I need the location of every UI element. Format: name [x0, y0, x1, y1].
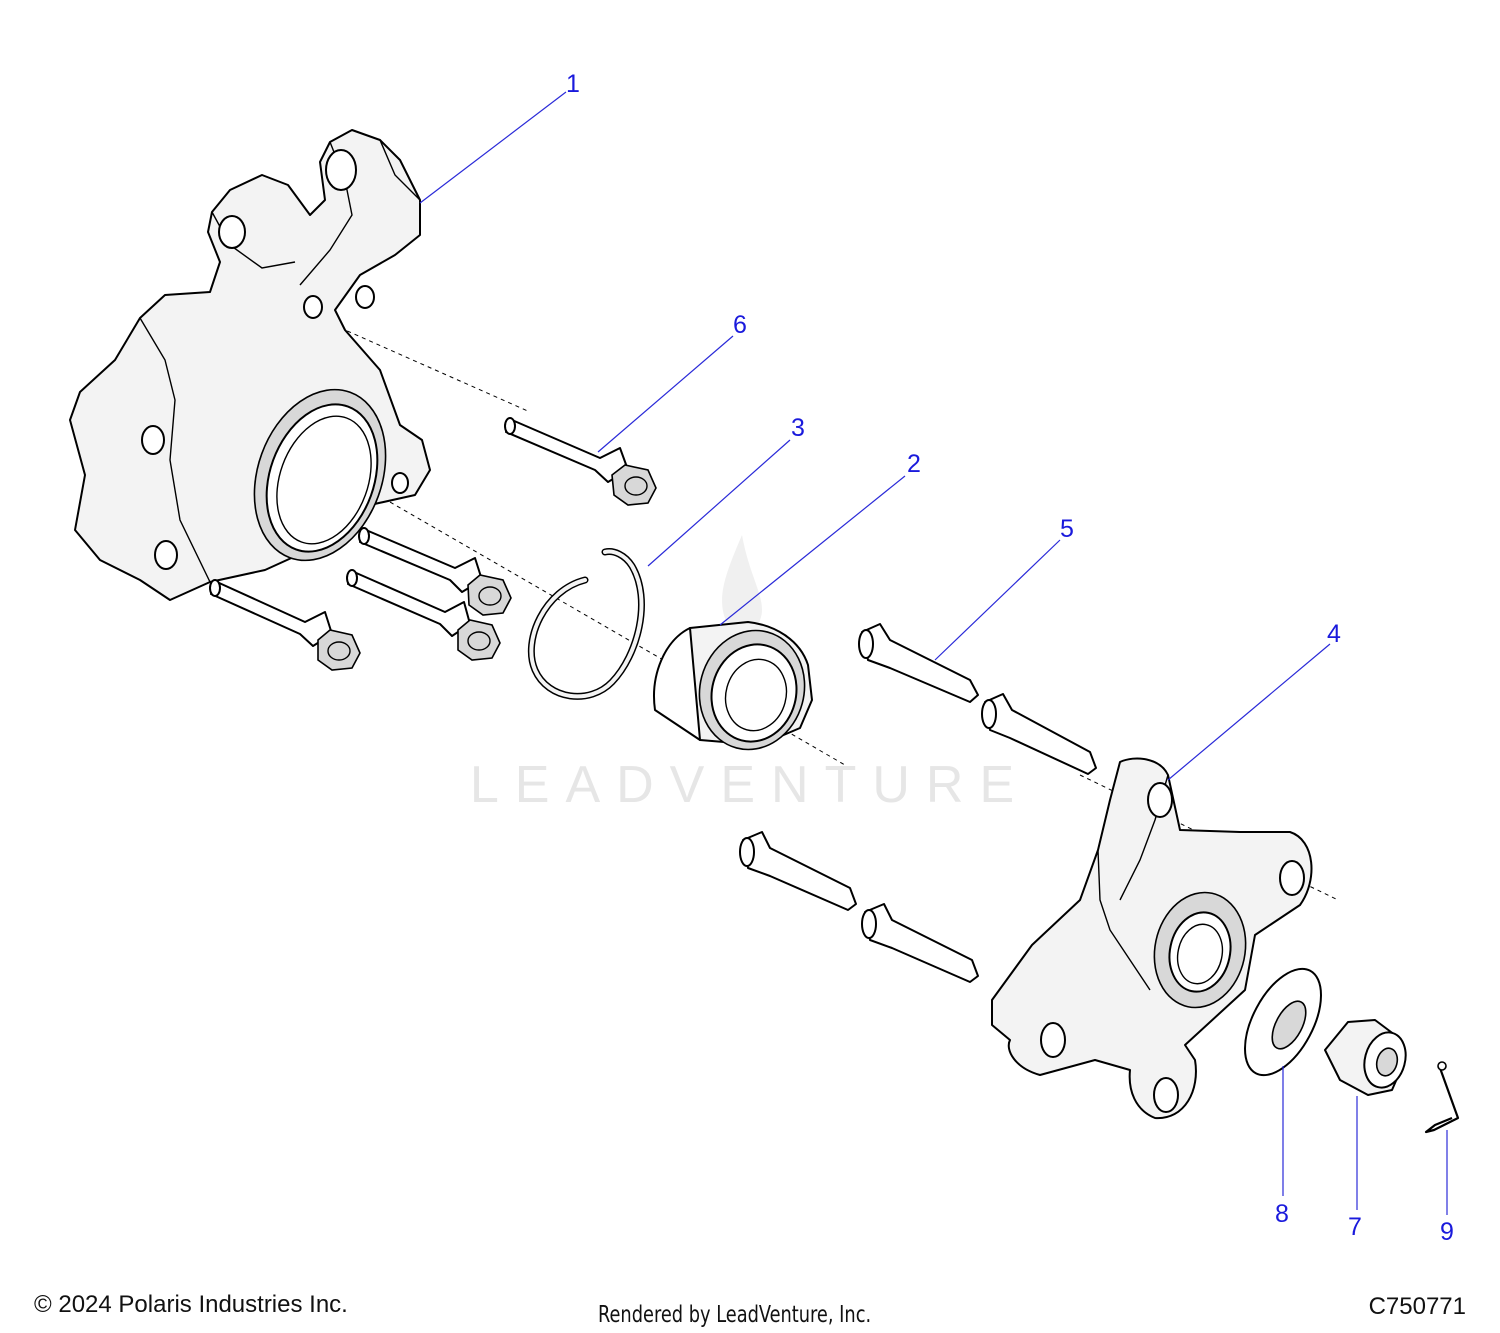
- callout-leaders: [419, 91, 1448, 1215]
- wheel-bearing: [653, 621, 813, 751]
- copyright-notice: © 2024 Polaris Industries Inc.: [34, 1291, 348, 1318]
- callout-5: 5: [1060, 515, 1074, 543]
- callout-7: 7: [1348, 1213, 1362, 1241]
- bolt-middle-1: [358, 527, 512, 616]
- callout-2: 2: [907, 450, 921, 478]
- callout-3: 3: [791, 414, 805, 442]
- knuckle-part: [69, 129, 431, 601]
- castle-nut: [1324, 1019, 1407, 1096]
- callout-numbers: 1 2 3 4 5 6 7 8 9: [566, 70, 1454, 1246]
- assembly-axes: [299, 317, 1339, 901]
- bolt-upper: [504, 417, 657, 506]
- stud-upper-right: [981, 693, 1097, 775]
- wheel-studs: [739, 623, 1097, 983]
- knuckle-bolts: [209, 417, 657, 671]
- callout-4: 4: [1327, 620, 1341, 648]
- bolt-lower: [209, 579, 361, 671]
- rendered-by-credit: Rendered by LeadVenture, Inc.: [598, 1302, 872, 1328]
- callout-8: 8: [1275, 1200, 1289, 1228]
- hub-washer: [1244, 967, 1322, 1077]
- stud-lower-left: [739, 831, 857, 911]
- bolt-middle-2: [346, 569, 501, 661]
- stud-upper-left: [858, 623, 979, 703]
- watermark-text: LEADVENTURE: [470, 756, 1030, 814]
- retaining-ring: [527, 548, 645, 700]
- diagram-code: C750771: [1368, 1293, 1466, 1320]
- wheel-hub: [991, 757, 1313, 1120]
- cotter-pin: [1424, 1061, 1460, 1134]
- callout-6: 6: [733, 311, 747, 339]
- stud-lower-right: [861, 903, 979, 983]
- callout-9: 9: [1440, 1218, 1454, 1246]
- callout-1: 1: [566, 70, 580, 98]
